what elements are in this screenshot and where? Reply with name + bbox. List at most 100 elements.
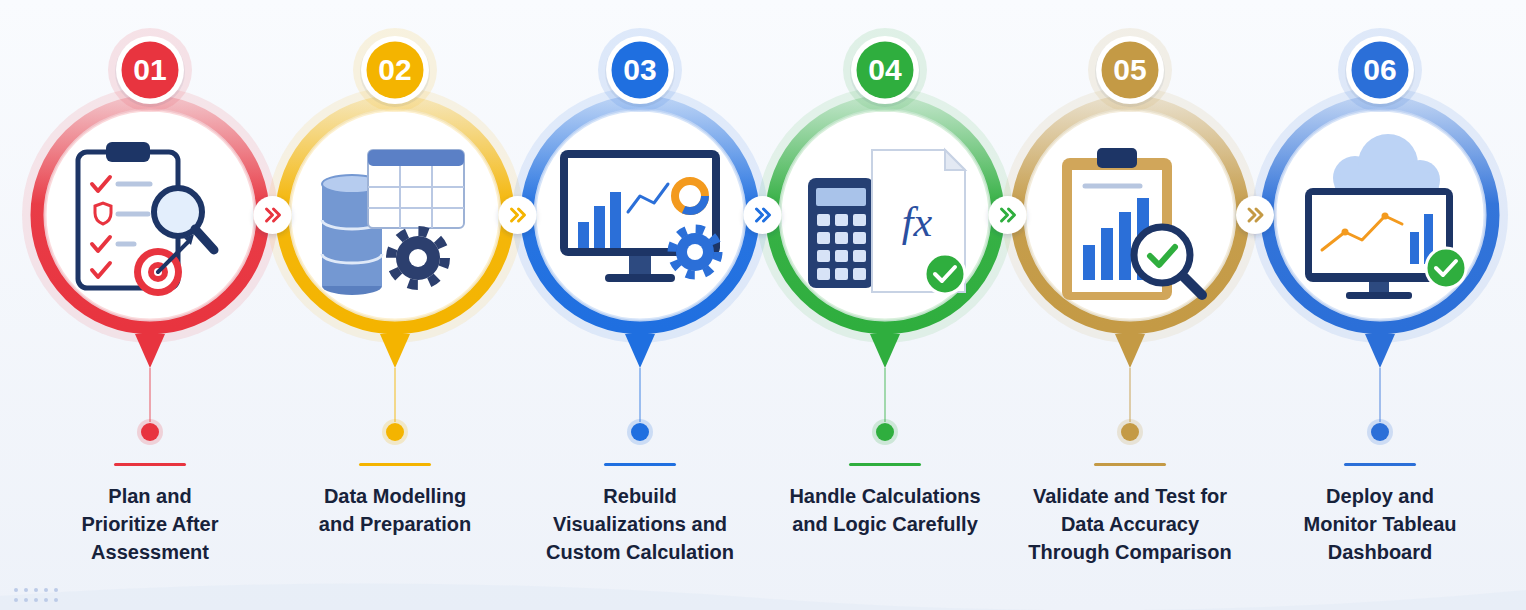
badge-text-stack: 03 xyxy=(606,36,674,104)
decor-dot xyxy=(44,598,48,602)
step-number: 01 xyxy=(133,54,166,86)
decor-dot xyxy=(34,598,38,602)
step-label: Validate and Test for Data Accuracy Thro… xyxy=(1025,482,1235,566)
ring-border xyxy=(37,102,263,328)
step-number: 06 xyxy=(1363,54,1396,86)
ring-face xyxy=(780,110,990,320)
ring-border xyxy=(1017,102,1243,328)
step-number: 05 xyxy=(1113,54,1146,86)
ring-glow xyxy=(1002,87,1258,343)
decor-dot xyxy=(24,598,28,602)
leader-dot xyxy=(1121,423,1139,441)
leader-dot-halo xyxy=(627,419,653,445)
decor-dot xyxy=(54,598,58,602)
step-number: 02 xyxy=(378,54,411,86)
leader-dot xyxy=(876,423,894,441)
decor-dot xyxy=(14,588,18,592)
ring-border xyxy=(1267,102,1493,328)
step-circle: Handle Calculations and Logic Carefully0… xyxy=(770,100,1000,330)
badge-halo xyxy=(598,28,682,112)
accent-bar xyxy=(359,463,431,466)
leader-line xyxy=(1379,368,1381,422)
circle-outline xyxy=(35,100,265,330)
leader-dot-halo xyxy=(872,419,898,445)
accent-bar xyxy=(849,463,921,466)
number-badge: 04 xyxy=(851,36,919,104)
badge-text-stack: 04 xyxy=(851,36,919,104)
badge-halo xyxy=(1088,28,1172,112)
circle-outline xyxy=(280,100,510,330)
step-circle: Data Modelling and Preparation02 xyxy=(280,100,510,330)
circle-outline xyxy=(525,100,755,330)
decor-dot xyxy=(24,588,28,592)
ring-face xyxy=(1275,110,1485,320)
leader-blue xyxy=(604,334,676,466)
badge-text-stack: 02 xyxy=(361,36,429,104)
badge-halo xyxy=(843,28,927,112)
leader-green xyxy=(849,334,921,466)
step-label: Deploy and Monitor Tableau Dashboard xyxy=(1300,482,1460,566)
ring-inner-edge xyxy=(535,110,745,320)
badge-fill xyxy=(857,42,914,99)
step-number: 03 xyxy=(623,54,656,86)
label-stack: Deploy and Monitor Tableau Dashboard xyxy=(1300,482,1460,566)
badge-fill xyxy=(612,42,669,99)
leader-dot-halo xyxy=(1367,419,1393,445)
ring-glow xyxy=(1252,87,1508,343)
background-wave xyxy=(0,583,1526,610)
leader-line xyxy=(884,368,886,422)
badge-rim xyxy=(851,36,919,104)
ring-inner-edge xyxy=(290,110,500,320)
circle-outline xyxy=(770,100,1000,330)
decor-dots xyxy=(14,588,58,602)
number-badge: 06 xyxy=(1346,36,1414,104)
ring-border xyxy=(772,102,998,328)
ring-face xyxy=(1025,110,1235,320)
ring-glow xyxy=(267,87,523,343)
badge-rim xyxy=(361,36,429,104)
step-number: 04 xyxy=(868,54,901,86)
leader-dot-halo xyxy=(137,419,163,445)
ring-face xyxy=(290,110,500,320)
leader-dot xyxy=(631,423,649,441)
badge-halo xyxy=(353,28,437,112)
leader-line xyxy=(639,368,641,422)
badge-text-stack: 06 xyxy=(1346,36,1414,104)
step-label: Data Modelling and Preparation xyxy=(310,482,480,538)
label-stack: Validate and Test for Data Accuracy Thro… xyxy=(1025,482,1235,566)
number-badge: 05 xyxy=(1096,36,1164,104)
badge-rim xyxy=(1346,36,1414,104)
badge-fill xyxy=(1352,42,1409,99)
ring-glow xyxy=(512,87,768,343)
step-circle: Plan and Prioritize After Assessment01 xyxy=(35,100,265,330)
leader-dot-halo xyxy=(382,419,408,445)
accent-bar xyxy=(604,463,676,466)
leader-line xyxy=(1129,368,1131,422)
badge-fill xyxy=(122,42,179,99)
decor-dot xyxy=(14,598,18,602)
badge-shadow xyxy=(1095,37,1165,107)
accent-bar xyxy=(1094,463,1166,466)
ring-glow xyxy=(757,87,1013,343)
leader-dot xyxy=(1371,423,1389,441)
badge-text-stack: 05 xyxy=(1096,36,1164,104)
number-badge: 01 xyxy=(116,36,184,104)
badge-shadow xyxy=(605,37,675,107)
number-badge: 03 xyxy=(606,36,674,104)
step-label: Handle Calculations and Logic Carefully xyxy=(785,482,985,538)
leader-dot xyxy=(386,423,404,441)
leader-dot xyxy=(141,423,159,441)
badge-text-stack: 01 xyxy=(116,36,184,104)
ring-glow xyxy=(22,87,278,343)
badge-halo xyxy=(1338,28,1422,112)
accent-bar xyxy=(1344,463,1416,466)
ring-inner-edge xyxy=(45,110,255,320)
label-stack: Handle Calculations and Logic Carefully xyxy=(785,482,985,538)
ring-inner-edge xyxy=(1275,110,1485,320)
step-circle: Deploy and Monitor Tableau Dashboard06 xyxy=(1265,100,1495,330)
decor-dot xyxy=(54,588,58,592)
leader-line xyxy=(149,368,151,422)
leader-yellow xyxy=(359,334,431,466)
leader-red xyxy=(114,334,186,466)
decor-dot xyxy=(44,588,48,592)
